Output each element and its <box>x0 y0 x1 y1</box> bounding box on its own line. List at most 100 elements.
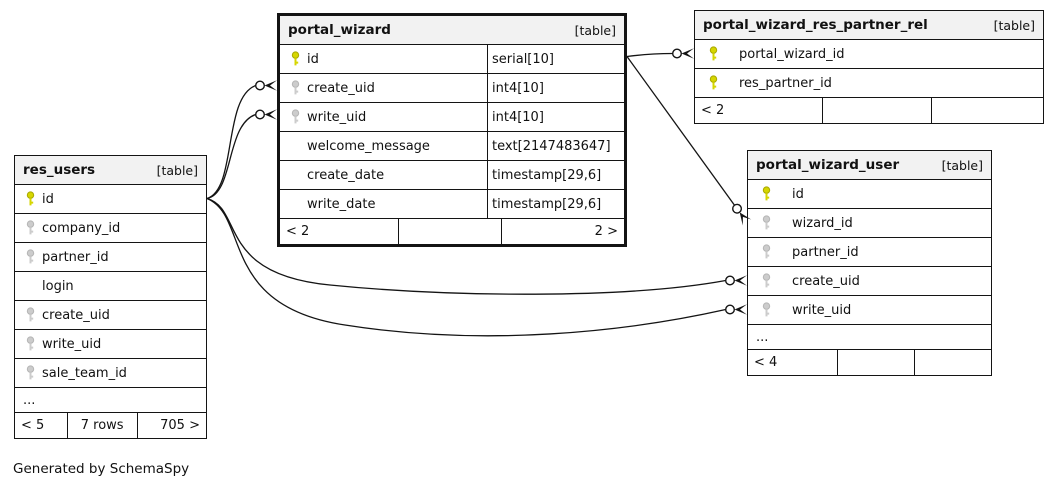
more-columns-row: ... <box>15 388 206 413</box>
column-name-cell: wizard_id <box>748 209 991 237</box>
table-node-res_users[interactable]: res_users [table] id company_id partner_i… <box>14 155 207 439</box>
table-node-portal_wizard_res_partner_rel[interactable]: portal_wizard_res_partner_rel[table] por… <box>694 10 1044 124</box>
column-name: id <box>307 51 319 67</box>
footer-cell: < 2 <box>280 219 400 244</box>
table-header: portal_wizard_user[table] <box>748 151 991 180</box>
column-row-company_id: company_id <box>15 214 206 243</box>
key-slot <box>25 365 37 381</box>
column-row-id: id serial[10] <box>280 45 624 74</box>
foreign-key-icon <box>291 80 300 95</box>
column-name: partner_id <box>42 249 109 265</box>
column-name: create_uid <box>792 273 860 289</box>
primary-key-icon <box>709 46 718 61</box>
column-row-write_uid: write_uid <box>15 330 206 359</box>
footer-cell: 705 > <box>160 418 200 433</box>
crowsfoot-connector <box>255 109 277 120</box>
column-name: create_uid <box>307 80 375 96</box>
column-name-cell: create_uid <box>15 301 206 329</box>
key-slot <box>290 167 302 183</box>
column-name: sale_team_id <box>42 365 127 381</box>
column-name-cell: write_uid <box>15 330 206 358</box>
column-row-create_uid: create_uid int4[10] <box>280 74 624 103</box>
foreign-key-icon <box>26 220 35 235</box>
primary-key-icon <box>291 51 300 66</box>
table-header: res_users [table] <box>15 156 206 185</box>
footer-cell: 2 > <box>594 224 618 239</box>
column-name-cell: write_date <box>280 190 487 218</box>
column-name: create_date <box>307 167 385 183</box>
foreign-key-icon <box>26 307 35 322</box>
foreign-key-icon <box>291 109 300 124</box>
column-name: partner_id <box>792 244 859 260</box>
column-name-cell: write_uid <box>280 103 487 131</box>
key-slot <box>25 307 37 323</box>
ellipsis-label: ... <box>23 392 36 408</box>
column-name: write_uid <box>307 109 367 125</box>
column-name-cell: welcome_message <box>280 132 487 160</box>
key-slot <box>761 244 773 260</box>
key-slot <box>290 80 302 96</box>
table-header: portal_wizard_res_partner_rel[table] <box>695 11 1043 40</box>
footer-cell <box>823 98 932 123</box>
key-slot <box>290 138 302 154</box>
primary-key-icon <box>762 186 771 201</box>
foreign-key-icon <box>762 273 771 288</box>
column-name: write_uid <box>792 302 852 318</box>
table-tag: [table] <box>941 157 983 173</box>
primary-key-icon <box>26 191 35 206</box>
footer-cell <box>399 219 503 244</box>
key-slot <box>761 215 773 231</box>
column-name-cell: partner_id <box>15 243 206 271</box>
key-slot <box>761 302 773 318</box>
column-name: wizard_id <box>792 215 853 231</box>
table-title: res_users <box>23 162 96 178</box>
table-footer: < 2 2 > <box>280 219 624 244</box>
footer-cell: 7 rows <box>68 413 138 438</box>
crowsfoot-connector <box>725 275 747 286</box>
foreign-key-icon <box>762 302 771 317</box>
column-name-cell: partner_id <box>748 238 991 266</box>
key-slot <box>25 191 37 207</box>
column-name-cell: create_uid <box>748 267 991 295</box>
footer-cell <box>932 98 1043 123</box>
column-type-cell: int4[10] <box>487 103 624 131</box>
key-slot <box>708 46 720 62</box>
key-slot <box>25 336 37 352</box>
table-node-portal_wizard_user[interactable]: portal_wizard_user[table] id wizard_id p… <box>747 150 992 376</box>
footer-cell: < 4 <box>748 350 839 375</box>
column-row-create_uid: create_uid <box>748 267 991 296</box>
table-footer: < 2 <box>695 98 1043 123</box>
key-slot <box>25 278 37 294</box>
column-name: id <box>792 186 804 202</box>
column-row-login: login <box>15 272 206 301</box>
foreign-key-icon <box>762 244 771 259</box>
column-row-write_uid: write_uid <box>748 296 991 325</box>
column-name: company_id <box>42 220 121 236</box>
column-type-cell: timestamp[29,6] <box>487 161 624 189</box>
column-type-cell: serial[10] <box>487 45 624 73</box>
column-name: id <box>42 191 54 207</box>
column-type-cell: int4[10] <box>487 74 624 102</box>
column-name: login <box>42 278 74 294</box>
column-row-id: id <box>748 180 991 209</box>
key-slot <box>761 186 773 202</box>
table-tag: [table] <box>156 162 198 178</box>
table-footer: < 4 <box>748 350 991 375</box>
table-tag: [table] <box>574 22 616 38</box>
column-name-cell: sale_team_id <box>15 359 206 387</box>
column-name-cell: res_partner_id <box>695 69 1043 97</box>
key-slot <box>25 220 37 236</box>
key-slot <box>290 51 302 67</box>
key-slot <box>290 109 302 125</box>
column-row-partner_id: partner_id <box>15 243 206 272</box>
column-name-cell: create_uid <box>280 74 487 102</box>
column-name: write_uid <box>42 336 102 352</box>
column-name: welcome_message <box>307 138 430 154</box>
footer-cell <box>915 350 991 375</box>
crowsfoot-connector <box>672 48 694 59</box>
foreign-key-icon <box>26 365 35 380</box>
